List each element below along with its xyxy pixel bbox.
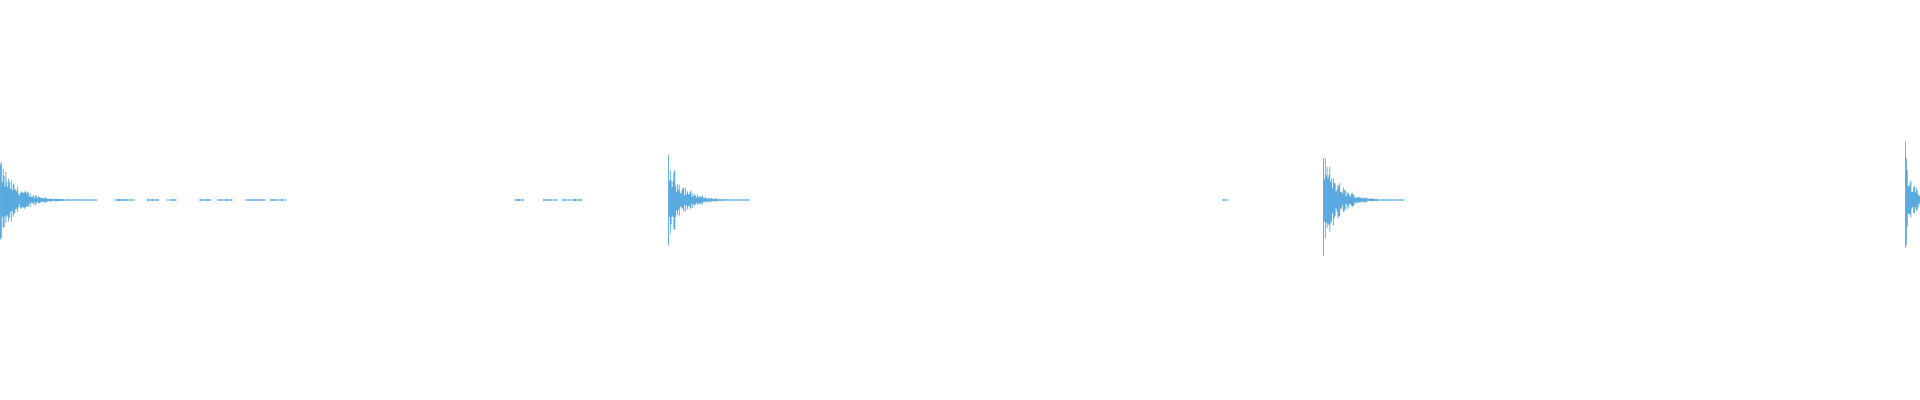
transient-2 (668, 155, 750, 246)
residual-segment-2 (147, 198, 160, 202)
transient-path (1323, 158, 1405, 256)
residual-segment-1 (114, 198, 135, 202)
transient-path (1905, 141, 1920, 248)
transient-1 (0, 162, 98, 240)
transient-path (0, 162, 98, 240)
residual-segment-3 (166, 198, 177, 202)
residual-segment-6 (245, 198, 266, 202)
transient-3 (1323, 158, 1405, 256)
residual-segment-9 (542, 198, 557, 202)
transient-4 (1905, 141, 1920, 248)
residual-noise (114, 198, 1229, 202)
residual-segment-7 (270, 198, 287, 202)
waveform-transients (0, 141, 1920, 256)
residual-segment-10 (562, 198, 583, 202)
residual-segment-11 (1222, 199, 1229, 201)
residual-segment-4 (199, 198, 212, 202)
residual-segment-5 (216, 198, 233, 202)
residual-segment-8 (514, 198, 525, 202)
transient-path (668, 155, 750, 246)
